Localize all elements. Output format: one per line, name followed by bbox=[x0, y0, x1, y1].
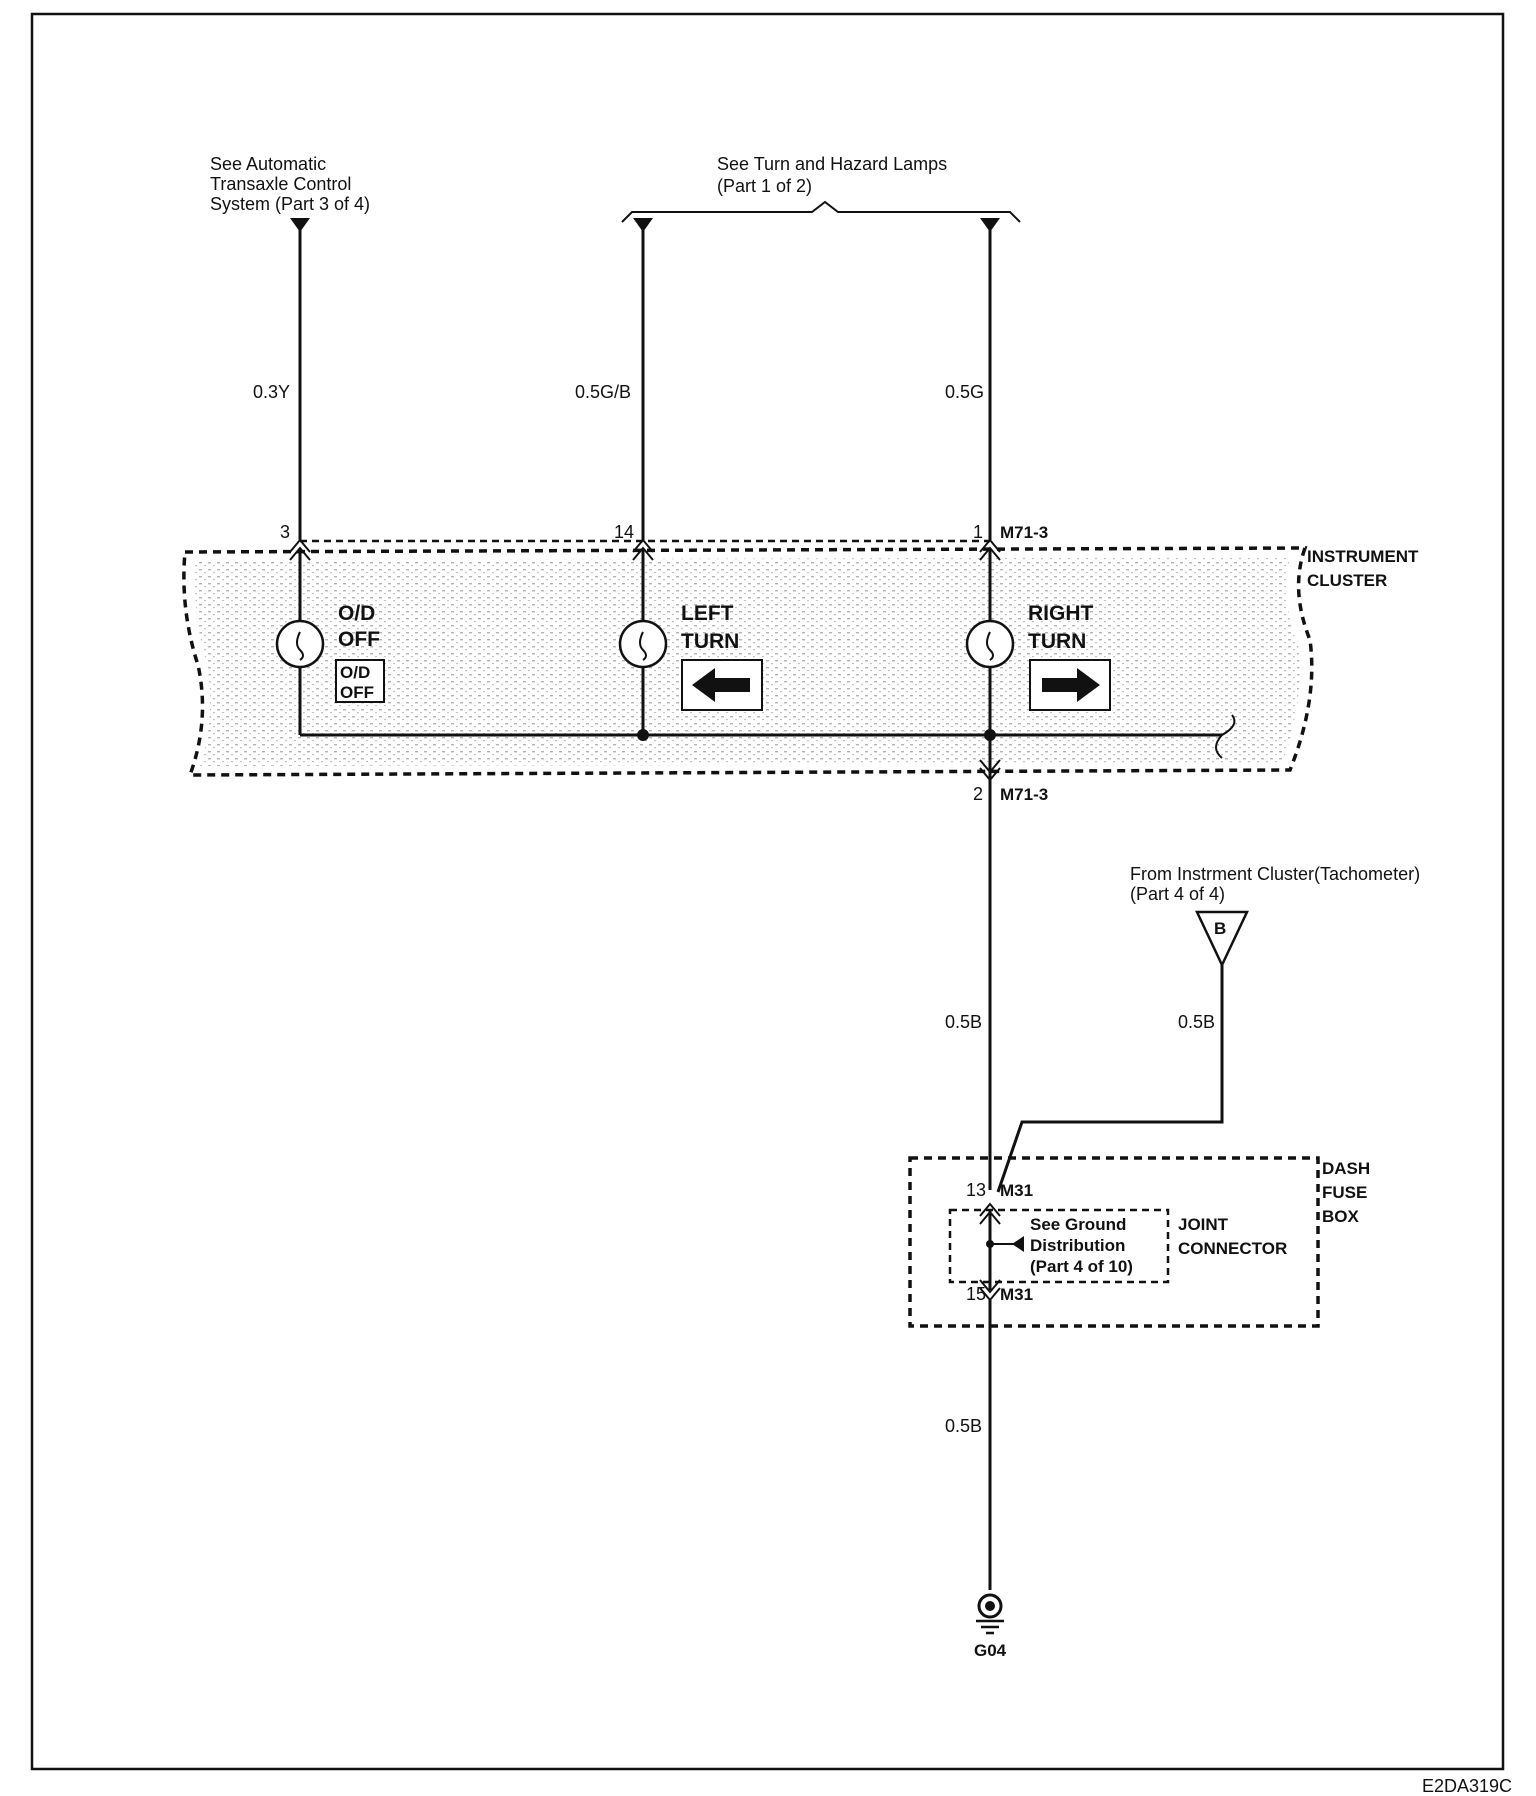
od-wire-label: 0.3Y bbox=[253, 382, 290, 402]
tach-connector-letter: B bbox=[1214, 919, 1226, 938]
joint-connector-label: JOINT CONNECTOR bbox=[1178, 1215, 1287, 1258]
ground-symbol-icon bbox=[976, 1593, 1004, 1635]
right-lamp-label-line-1: RIGHT bbox=[1028, 602, 1094, 625]
instrument-cluster-label-line-2: CLUSTER bbox=[1307, 571, 1387, 590]
turn-hazard-ref-line-1: See Turn and Hazard Lamps bbox=[717, 154, 947, 174]
bus-break-icon bbox=[1215, 714, 1236, 759]
fuse-in-pin-number: 13 bbox=[966, 1180, 986, 1200]
instrument-cluster-label-line-1: INSTRUMENT bbox=[1307, 547, 1419, 566]
dash-fuse-box-label-line-3: BOX bbox=[1322, 1207, 1360, 1226]
left-wire-label: 0.5G/B bbox=[575, 382, 631, 402]
atcs-ref-line-1: See Automatic bbox=[210, 154, 326, 174]
od-off-lamp-icon bbox=[275, 619, 325, 669]
left-lamp-label-line-1: LEFT bbox=[681, 602, 734, 625]
tach-ref-line-1: From Instrment Cluster(Tachometer) bbox=[1130, 864, 1420, 884]
tach-connector-icon bbox=[1195, 910, 1249, 968]
dash-fuse-box-label-line-2: FUSE bbox=[1322, 1183, 1367, 1202]
od-wire-arrow bbox=[290, 218, 310, 232]
left-arrow-icon bbox=[692, 668, 750, 702]
left-lamp-label-line-2: TURN bbox=[681, 630, 739, 653]
tach-ref-line-2: (Part 4 of 4) bbox=[1130, 884, 1225, 904]
right-lamp-label-line-2: TURN bbox=[1028, 630, 1086, 653]
dash-fuse-box-boundary bbox=[908, 1156, 1320, 1328]
ground-lower-wire-label: 0.5B bbox=[945, 1416, 982, 1436]
m31-top-connector-label: M31 bbox=[1000, 1181, 1033, 1200]
ground-dist-line-3: (Part 4 of 10) bbox=[1030, 1257, 1133, 1276]
m31-bottom-connector-label: M31 bbox=[1000, 1285, 1033, 1304]
right-turn-lamp-icon bbox=[965, 619, 1015, 669]
ground-dist-line-2: Distribution bbox=[1030, 1236, 1125, 1255]
dash-fuse-box-label: DASH FUSE BOX bbox=[1322, 1159, 1370, 1226]
right-wire-arrow bbox=[980, 218, 1000, 232]
fuse-out-pin-number: 15 bbox=[966, 1284, 986, 1304]
m71-top-connector-label: M71-3 bbox=[1000, 523, 1048, 542]
ground-pin-number: 2 bbox=[973, 784, 983, 804]
right-wire-label: 0.5G bbox=[945, 382, 984, 402]
reference-brace bbox=[621, 200, 1021, 223]
joint-connector-boundary bbox=[948, 1208, 1170, 1284]
tach-wire-label: 0.5B bbox=[1178, 1012, 1215, 1032]
turn-hazard-ref-line-2: (Part 1 of 2) bbox=[717, 176, 812, 196]
left-bus-junction bbox=[637, 729, 649, 741]
od-indicator-line-2: OFF bbox=[340, 683, 374, 702]
atcs-ref-line-2: Transaxle Control bbox=[210, 174, 351, 194]
atcs-reference: See Automatic Transaxle Control System (… bbox=[210, 154, 370, 214]
ground-dist-arrow bbox=[1012, 1236, 1024, 1252]
atcs-ref-line-3: System (Part 3 of 4) bbox=[210, 194, 370, 214]
left-turn-lamp-icon bbox=[618, 619, 668, 669]
od-off-indicator-box bbox=[335, 659, 385, 703]
joint-connector-label-line-2: CONNECTOR bbox=[1178, 1239, 1287, 1258]
ground-upper-wire-label: 0.5B bbox=[945, 1012, 982, 1032]
od-lamp-label-line-2: OFF bbox=[338, 628, 380, 651]
left-wire-arrow bbox=[633, 218, 653, 232]
od-pin-number: 3 bbox=[280, 522, 290, 542]
tachometer-reference: From Instrment Cluster(Tachometer) (Part… bbox=[1130, 864, 1420, 904]
instrument-cluster-label: INSTRUMENT CLUSTER bbox=[1307, 547, 1419, 590]
joint-connector-label-line-1: JOINT bbox=[1178, 1215, 1229, 1234]
ground-label: G04 bbox=[974, 1641, 1007, 1660]
m71-bottom-connector-label: M71-3 bbox=[1000, 785, 1048, 804]
ground-dist-line-1: See Ground bbox=[1030, 1215, 1126, 1234]
od-indicator-line-1: O/D bbox=[340, 663, 370, 682]
od-lamp-label-line-1: O/D bbox=[338, 602, 375, 625]
instrument-cluster-boundary bbox=[182, 546, 1314, 777]
diagram-code: E2DA319C bbox=[1422, 1776, 1512, 1796]
page-frame bbox=[30, 12, 1505, 1771]
turn-hazard-reference: See Turn and Hazard Lamps (Part 1 of 2) bbox=[717, 154, 947, 196]
ground-distribution-reference: See Ground Distribution (Part 4 of 10) bbox=[1030, 1215, 1133, 1276]
left-pin-number: 14 bbox=[614, 522, 634, 542]
dash-fuse-box-label-line-1: DASH bbox=[1322, 1159, 1370, 1178]
right-pin-number: 1 bbox=[973, 522, 983, 542]
right-arrow-icon bbox=[1042, 668, 1100, 702]
